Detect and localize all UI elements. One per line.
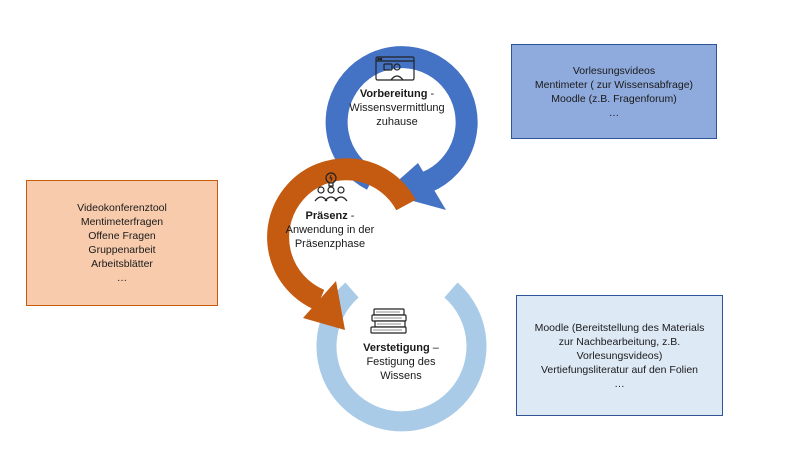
- preparation-arrowhead: [384, 163, 446, 210]
- preparation-tools-box: Vorlesungsvideos Mentimeter ( zur Wissen…: [511, 44, 717, 139]
- video-conference-icon: [375, 56, 415, 81]
- stage-desc-preparation-line-2: zuhause: [376, 116, 418, 128]
- consolidation-ring: [316, 282, 487, 432]
- presence-tool-item: …: [116, 272, 128, 284]
- presence-cycle-arrow: [267, 158, 416, 330]
- presence-tool-item: Gruppenarbeit: [88, 244, 156, 256]
- consolidation-tool-item: Vertiefungsliteratur auf den Folien: [540, 363, 698, 376]
- stage-title-presence: Präsenz: [305, 210, 348, 222]
- stage-title-consolidation: Verstetigung: [363, 342, 430, 354]
- stage-desc-presence-line-1: Anwendung in der: [285, 224, 375, 236]
- presence-tools-box: Videokonferenztool Mentimeterfragen Offe…: [26, 180, 218, 306]
- preparation-tool-item: Moodle (z.B. Fragenforum): [551, 92, 677, 105]
- stage-desc-consolidation-line-1: Festigung des: [366, 356, 436, 368]
- consolidation-cycle-ring: [316, 282, 487, 432]
- stage-desc-presence-line-2: Präsenzphase: [294, 238, 366, 250]
- consolidation-tool-item: Moodle (Bereitstellung des Materials: [534, 321, 705, 334]
- preparation-tool-item: …: [608, 106, 620, 119]
- presence-tool-item: Arbeitsblätter: [91, 258, 153, 270]
- consolidation-tools-box: Moodle (Bereitstellung des Materials zur…: [516, 295, 723, 416]
- stage-desc-preparation-line-1: Wissensvermittlung: [349, 102, 445, 114]
- presence-tool-item: Mentimeterfragen: [80, 216, 164, 228]
- presence-arrowhead: [303, 281, 345, 330]
- stage-label-presence: Präsenz - Anwendung in der Präsenzphase: [268, 209, 392, 251]
- stage-separator-consolidation: –: [429, 342, 439, 354]
- stage-separator-presence: -: [347, 210, 355, 222]
- consolidation-tool-item: …: [614, 377, 625, 390]
- book-stack-icon: [370, 308, 407, 334]
- stage-title-preparation: Vorbereitung: [359, 88, 428, 100]
- stage-desc-consolidation-line-2: Wissens: [380, 370, 422, 382]
- presence-tool-item: Offene Fragen: [88, 230, 156, 242]
- stage-label-preparation: Vorbereitung - Wissensvermittlung zuhaus…: [324, 87, 470, 129]
- presence-tool-item: Videokonferenztool: [77, 202, 167, 214]
- presence-ring: [267, 158, 416, 311]
- stage-label-consolidation: Verstetigung – Festigung des Wissens: [338, 341, 464, 383]
- preparation-tool-item: Mentimeter ( zur Wissensabfrage): [534, 78, 694, 91]
- team-idea-icon: [314, 172, 348, 202]
- preparation-tool-item: Vorlesungsvideos: [572, 64, 656, 77]
- consolidation-tool-item: Vorlesungsvideos): [576, 349, 663, 362]
- consolidation-tool-item: zur Nachbearbeitung, z.B.: [558, 335, 681, 348]
- stage-separator-preparation: -: [427, 88, 435, 100]
